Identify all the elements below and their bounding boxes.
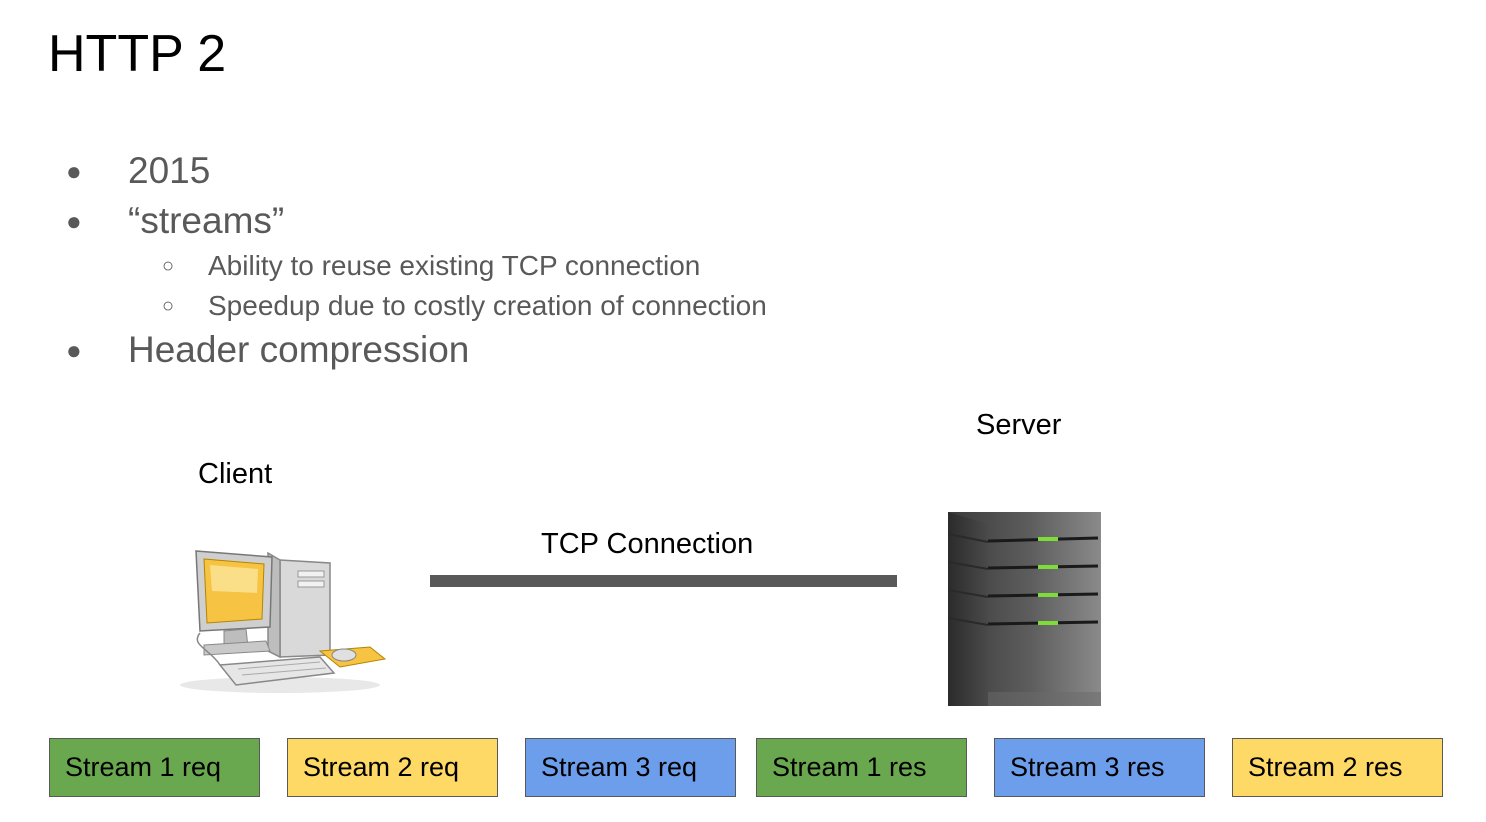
circle-bullet-icon: ○: [162, 295, 175, 317]
server-label: Server: [976, 409, 1062, 441]
stream-box-2-res: Stream 2 res: [1232, 738, 1443, 797]
bullet-item: ● Header compression: [66, 329, 469, 371]
stream-box-3-res: Stream 3 res: [994, 738, 1205, 797]
connection-label: TCP Connection: [541, 528, 754, 560]
stream-label: Stream 1 res: [772, 752, 927, 782]
stream-label: Stream 2 req: [303, 752, 460, 782]
sub-bullet-text: Ability to reuse existing TCP connection: [208, 250, 701, 281]
stream-label: Stream 1 req: [65, 752, 222, 782]
client-label: Client: [198, 458, 273, 490]
stream-box-1-res: Stream 1 res: [756, 738, 967, 797]
bullet-item: ● “streams”: [66, 200, 284, 242]
circle-bullet-icon: ○: [162, 255, 175, 277]
stream-box-3-req: Stream 3 req: [525, 738, 736, 797]
stream-label: Stream 3 res: [1010, 752, 1165, 782]
sub-bullet-text: Speedup due to costly creation of connec…: [208, 290, 767, 321]
bullet-dot-icon: ●: [66, 335, 82, 365]
stream-label: Stream 3 req: [541, 752, 698, 782]
slide-title: HTTP 2: [48, 25, 227, 83]
bullet-item: ● 2015: [66, 150, 210, 192]
server-tower-icon: [948, 512, 1101, 706]
stream-box-2-req: Stream 2 req: [287, 738, 498, 797]
bullet-text: 2015: [128, 150, 211, 191]
bullet-dot-icon: ●: [66, 206, 82, 236]
stream-box-1-req: Stream 1 req: [49, 738, 260, 797]
bullet-text: “streams”: [128, 200, 285, 241]
stream-label: Stream 2 res: [1248, 752, 1403, 782]
bullet-dot-icon: ●: [66, 156, 82, 186]
bullet-text: Header compression: [128, 329, 470, 370]
sub-bullet-item: ○ Speedup due to costly creation of conn…: [162, 290, 767, 322]
sub-bullet-item: ○ Ability to reuse existing TCP connecti…: [162, 250, 700, 282]
desktop-computer-icon: [180, 550, 387, 693]
tcp-connection-line: [430, 575, 897, 587]
